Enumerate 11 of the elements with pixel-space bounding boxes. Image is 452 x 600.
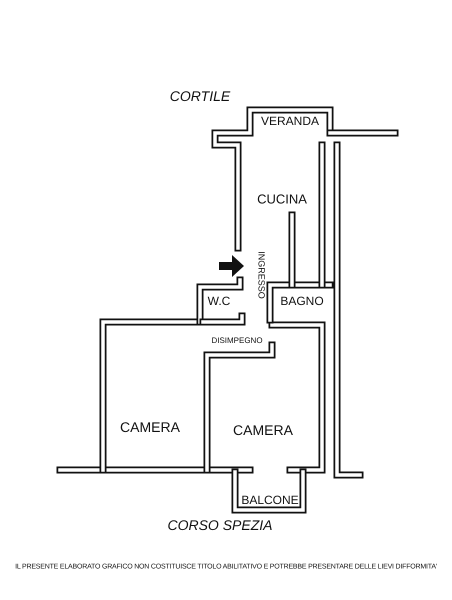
room-label: CUCINA <box>257 192 307 206</box>
room-label: W.C <box>208 295 230 307</box>
room-label: BAGNO <box>280 295 324 307</box>
room-label: INGRESSO <box>256 251 266 299</box>
room-label: CAMERA <box>233 423 293 437</box>
area-label: CORTILE <box>170 89 230 103</box>
street-label: CORSO SPEZIA <box>167 518 273 532</box>
room-label: BALCONE <box>241 494 299 506</box>
room-label: DISIMPEGNO <box>211 337 263 345</box>
room-label: CAMERA <box>120 420 180 434</box>
room-label: VERANDA <box>261 115 319 127</box>
